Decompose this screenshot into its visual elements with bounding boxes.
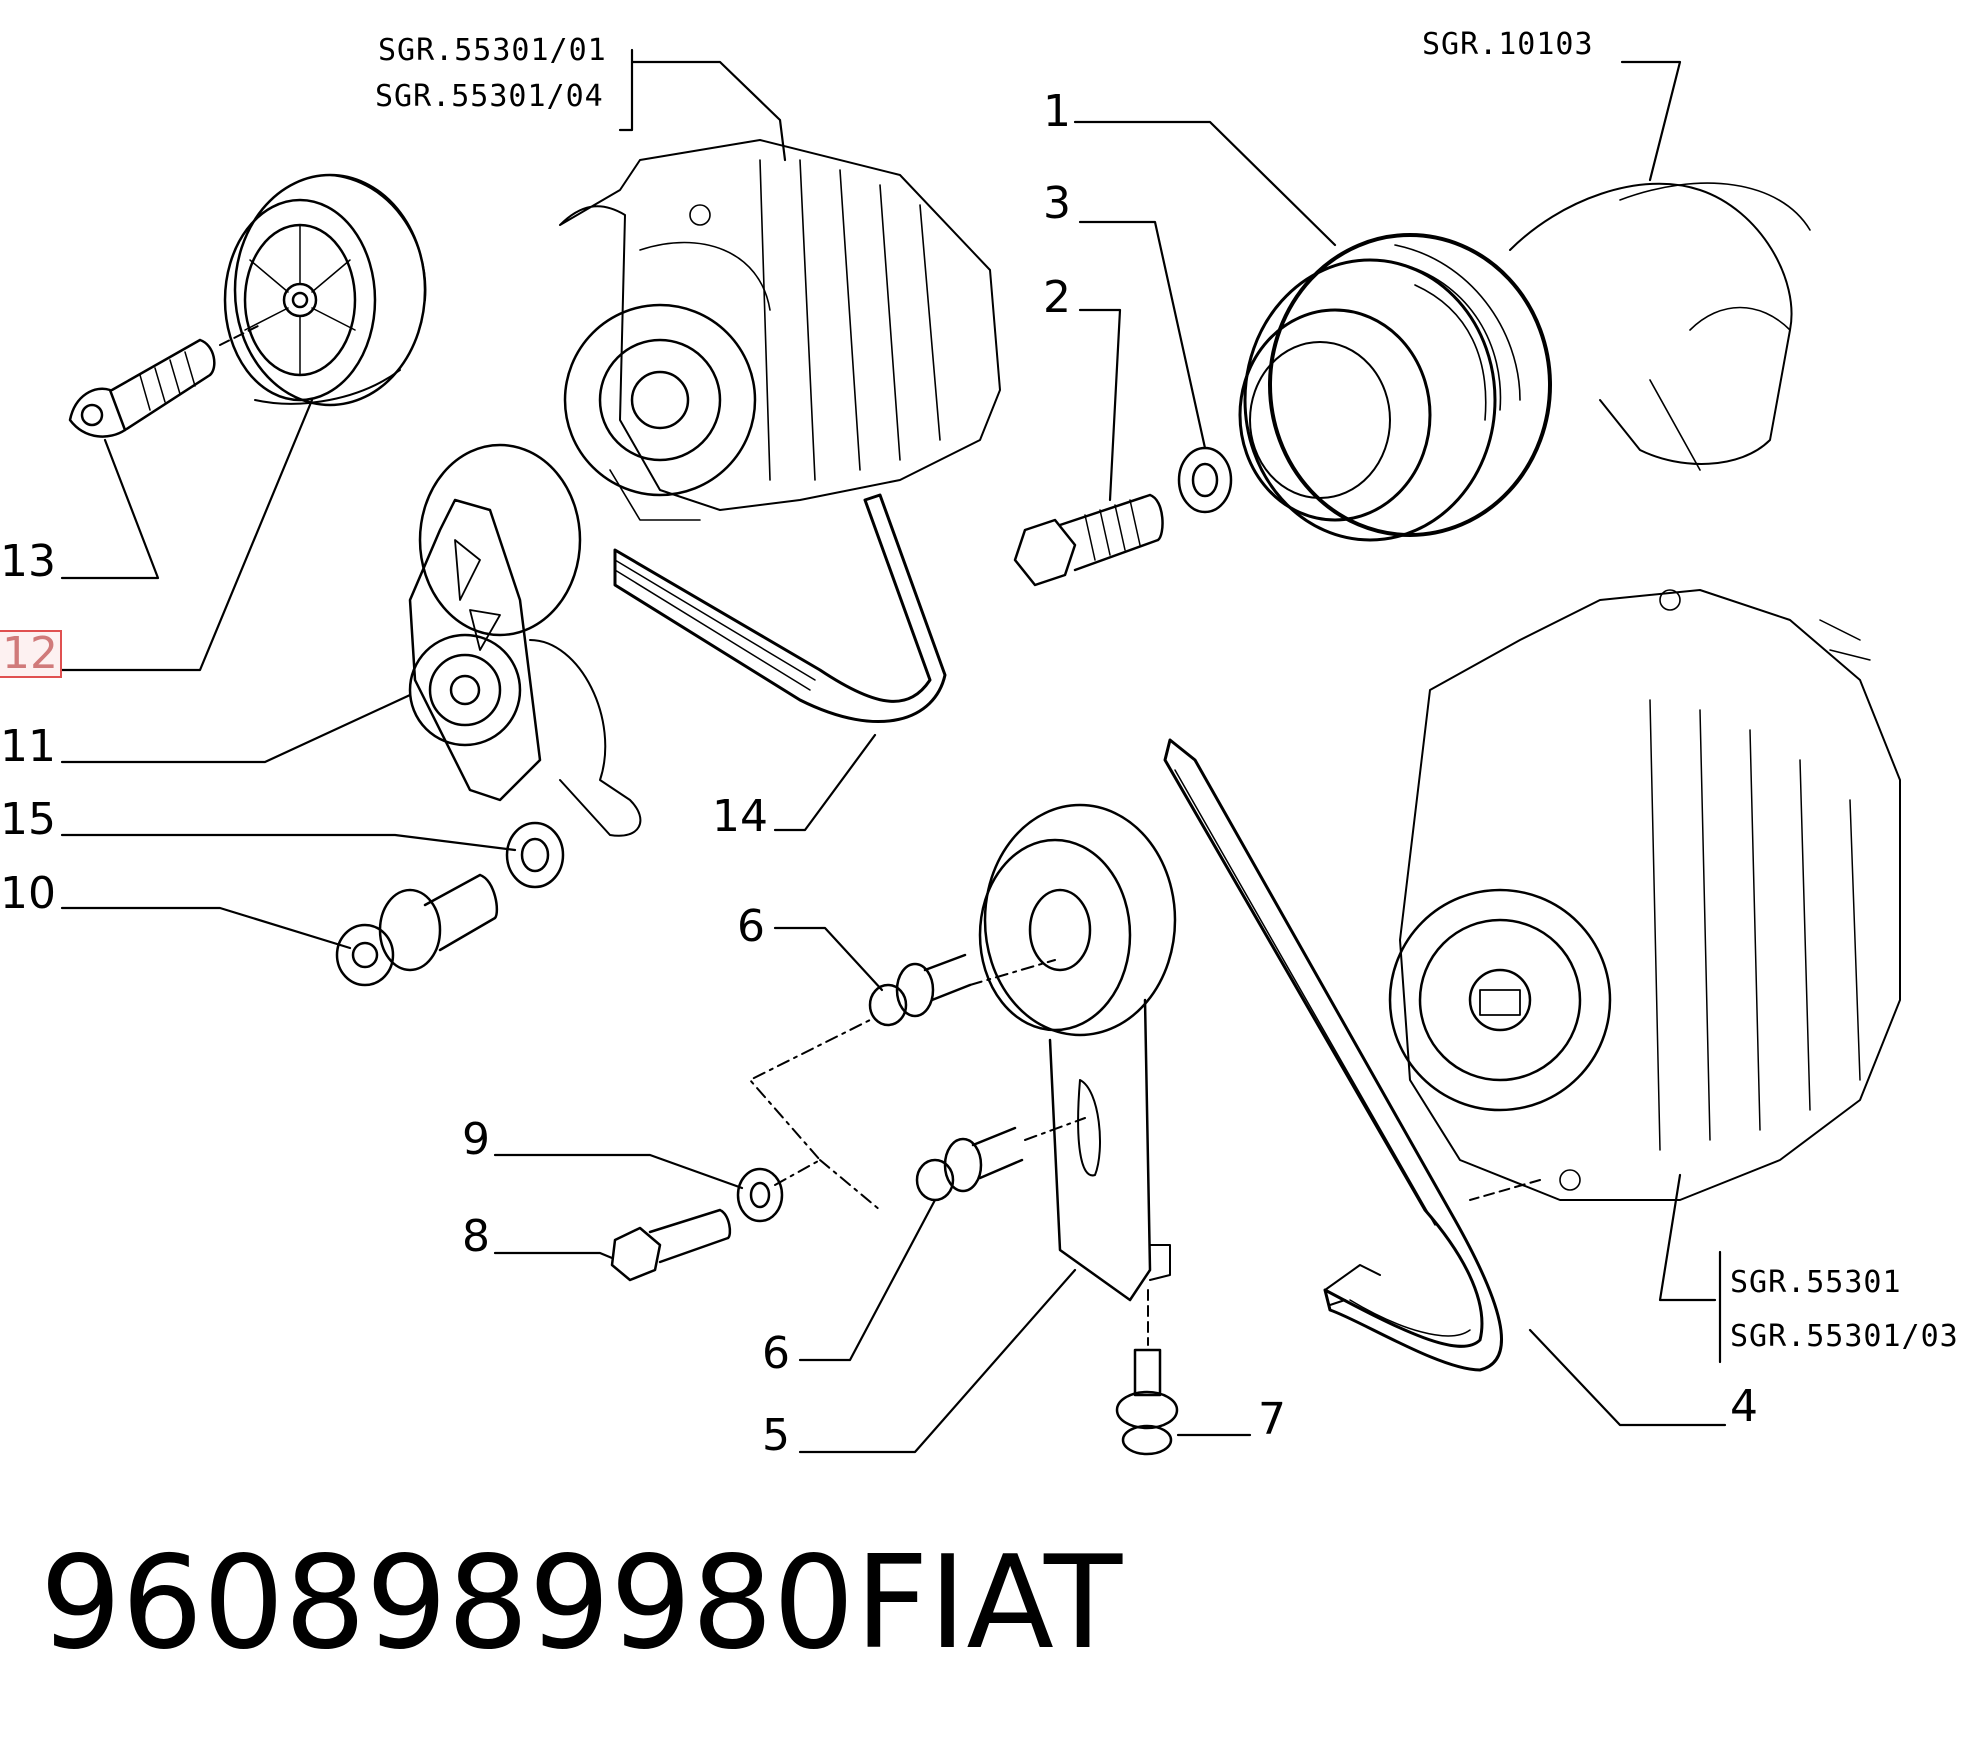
callout-2[interactable]: 2 <box>1043 272 1071 323</box>
callout-8[interactable]: 8 <box>462 1211 490 1262</box>
bolt-2 <box>1013 493 1164 587</box>
callout-3[interactable]: 3 <box>1043 178 1071 229</box>
callout-15[interactable]: 15 <box>0 794 56 845</box>
belt-4 <box>1163 738 1503 1372</box>
callout-7[interactable]: 7 <box>1258 1394 1286 1445</box>
ref-alternator-top-1[interactable]: SGR.55301/01 <box>378 33 607 68</box>
part-number: 9608989980 <box>40 1529 855 1678</box>
callout-9[interactable]: 9 <box>462 1114 490 1165</box>
screw-6-top <box>868 953 972 1027</box>
callout-6-bottom[interactable]: 6 <box>762 1328 790 1379</box>
ref-alternator-top-2[interactable]: SGR.55301/04 <box>375 79 604 114</box>
bolt-8 <box>610 1208 732 1282</box>
callout-6-top[interactable]: 6 <box>737 901 765 952</box>
callout-4[interactable]: 4 <box>1730 1381 1758 1432</box>
screw-6-bottom <box>915 1126 1024 1202</box>
tensioner-11 <box>408 443 642 837</box>
callout-11[interactable]: 11 <box>0 721 56 772</box>
callout-10[interactable]: 10 <box>0 868 56 919</box>
washer-9 <box>736 1167 784 1223</box>
callout-14[interactable]: 14 <box>712 791 768 842</box>
callout-1[interactable]: 1 <box>1043 86 1071 137</box>
washer-3 <box>1177 446 1233 514</box>
brand-name: FIAT <box>855 1529 1123 1678</box>
idler-pulley-12 <box>223 173 427 407</box>
bolt-7 <box>1115 1348 1179 1456</box>
bolt-13 <box>68 338 216 438</box>
callout-13[interactable]: 13 <box>0 536 56 587</box>
callout-12[interactable]: 12 <box>0 628 62 679</box>
alternator-right <box>1388 589 1901 1201</box>
ref-alternator-right-1[interactable]: SGR.55301 <box>1730 1265 1902 1300</box>
tensioner-5 <box>978 803 1177 1302</box>
alternator-top <box>559 139 1001 521</box>
ref-crankshaft[interactable]: SGR.10103 <box>1422 27 1594 62</box>
ref-alternator-right-2[interactable]: SGR.55301/03 <box>1730 1319 1959 1354</box>
leader-lines <box>60 48 1727 1454</box>
crankshaft <box>1509 182 1811 471</box>
belt-14 <box>613 493 947 723</box>
callout-5[interactable]: 5 <box>762 1410 790 1461</box>
washer-15 <box>505 821 565 889</box>
crank-pulley <box>1238 233 1552 542</box>
screw-10 <box>335 873 499 987</box>
